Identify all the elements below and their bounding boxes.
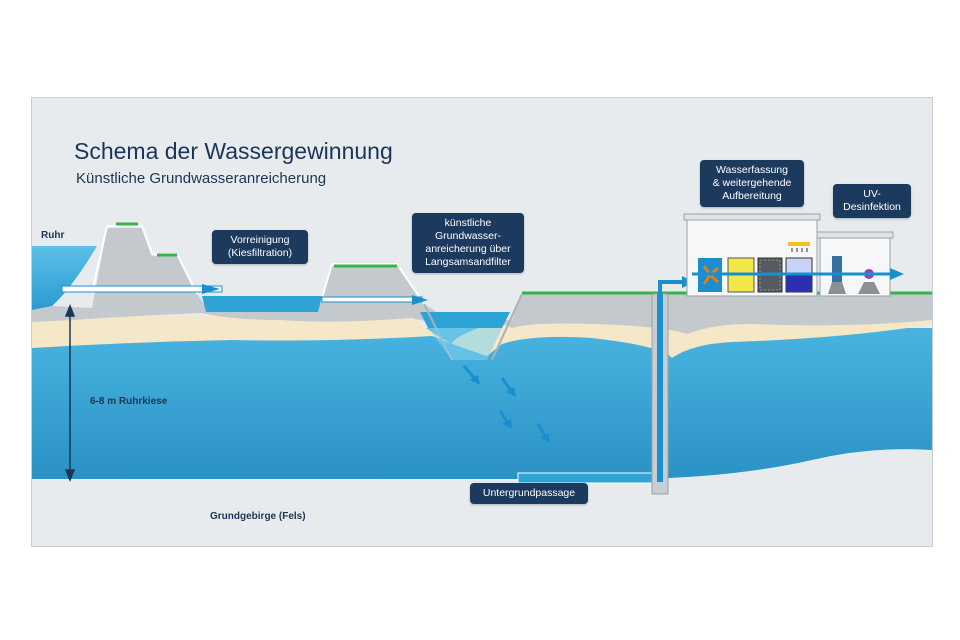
depth-arrow <box>64 303 76 483</box>
aquifer-layer <box>32 328 932 479</box>
uv-lamp-icon <box>858 269 880 294</box>
gravel-hill-outline <box>91 225 198 295</box>
callout-underground: Untergrundpassage <box>470 483 588 504</box>
callout-prefiltration-line-1: Vorreinigung <box>230 234 290 246</box>
well-pipe <box>657 294 663 482</box>
treatment-roof <box>683 213 821 221</box>
recharge-basin <box>420 312 510 328</box>
sand-hill-outline <box>321 263 425 305</box>
well-riser-pipe <box>658 280 686 294</box>
page-subtitle: Künstliche Grundwasseranreicherung <box>76 170 327 187</box>
callout-uv-line-2: Desinfektion <box>843 201 901 213</box>
flow-arrow-1 <box>202 284 220 294</box>
callout-treatment-line-1: Wasserfassung <box>716 164 788 176</box>
page-title: Schema der Wassergewinnung <box>74 138 393 164</box>
callout-treatment-line-2: & weitergehende <box>712 177 792 189</box>
callout-treatment-line-3: Aufbereitung <box>722 190 782 202</box>
water-extraction-diagram: Schema der Wassergewinnung Künstliche Gr… <box>31 97 933 547</box>
callout-treatment: Wasserfassung & weitergehende Aufbereitu… <box>700 160 804 207</box>
diagram-canvas <box>32 213 932 495</box>
infiltration-zone <box>428 328 502 360</box>
callout-recharge-line-3: anreicherung über <box>425 243 511 255</box>
river-label: Ruhr <box>41 230 65 241</box>
callout-recharge-line-1: künstliche <box>444 217 492 229</box>
gravel-depth-label: 6-8 m Ruhrkiese <box>90 396 168 407</box>
callout-prefiltration: Vorreinigung (Kiesfiltration) <box>212 230 308 264</box>
callout-recharge-line-2: Grundwasser- <box>435 230 501 242</box>
uv-roof <box>816 231 894 239</box>
callout-recharge-line-4: Langsamsandfilter <box>425 256 511 268</box>
transfer-pipe <box>321 296 423 303</box>
treatment-flow-arrow <box>890 268 904 280</box>
bedrock-label: Grundgebirge (Fels) <box>210 511 306 522</box>
callout-underground-line-1: Untergrundpassage <box>482 487 576 499</box>
callout-prefiltration-line-2: (Kiesfiltration) <box>227 247 293 259</box>
flow-arrow-2 <box>412 295 428 305</box>
pump-icon <box>828 256 846 294</box>
callout-uv: UV- Desinfektion <box>833 184 911 218</box>
callout-recharge: künstliche Grundwasser- anreicherung übe… <box>412 213 524 273</box>
underground-passage-channel <box>517 472 655 484</box>
prefiltration-basin <box>202 296 322 312</box>
river-ruhr <box>32 246 97 310</box>
callout-uv-line-1: UV- <box>863 188 881 200</box>
infiltration-arrows <box>462 365 550 443</box>
river-intake-pipe <box>61 285 223 293</box>
